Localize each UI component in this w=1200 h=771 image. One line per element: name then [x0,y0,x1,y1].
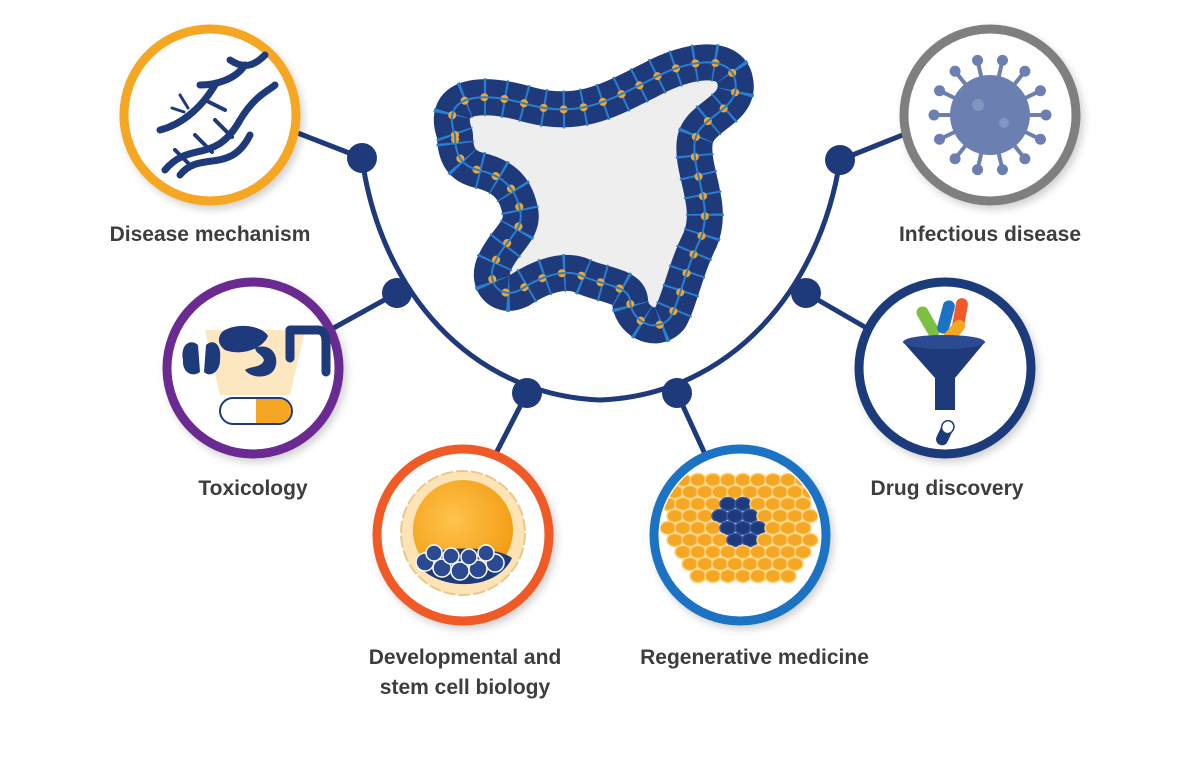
disease-mechanism-node [119,24,301,206]
node-dot [825,145,855,175]
label-regenerative: Regenerative medicine [640,646,869,669]
intestine-icon [285,325,331,377]
infectious-node [899,24,1081,206]
cell-sheet-icon [660,472,819,584]
virus-icon [928,54,1052,176]
node-dot [347,143,377,173]
funnel-pills-icon [903,298,985,446]
label-drug-discovery: Drug discovery [870,477,1024,500]
label-disease-mechanism: Disease mechanism [109,223,311,246]
lungs-icon [182,342,221,375]
node-dot [791,278,821,308]
label-toxicology: Toxicology [198,477,308,500]
node-dot [662,378,692,408]
organoid-inner-edge [450,61,737,327]
developmental-node [372,444,554,626]
dna-helix-icon [156,51,279,179]
label-infectious: Infectious disease [898,223,1082,246]
connector-arc [359,157,843,403]
drug-discovery-node [854,277,1036,459]
label-developmental: Developmental and stem cell biology [368,646,562,699]
stomach-icon [245,346,277,377]
node-dot [512,378,542,408]
disease-mechanism-circle [119,24,301,206]
embryo-spheroid-icon [400,470,526,596]
regenerative-node [649,444,831,626]
node-dot [382,278,412,308]
organs-capsule-icon [182,325,331,425]
toxicology-node [162,277,344,459]
connector-network [289,127,916,467]
organoid-epithelium-icon [432,43,755,345]
funnel-icon [903,342,985,410]
liver-icon [218,325,268,353]
